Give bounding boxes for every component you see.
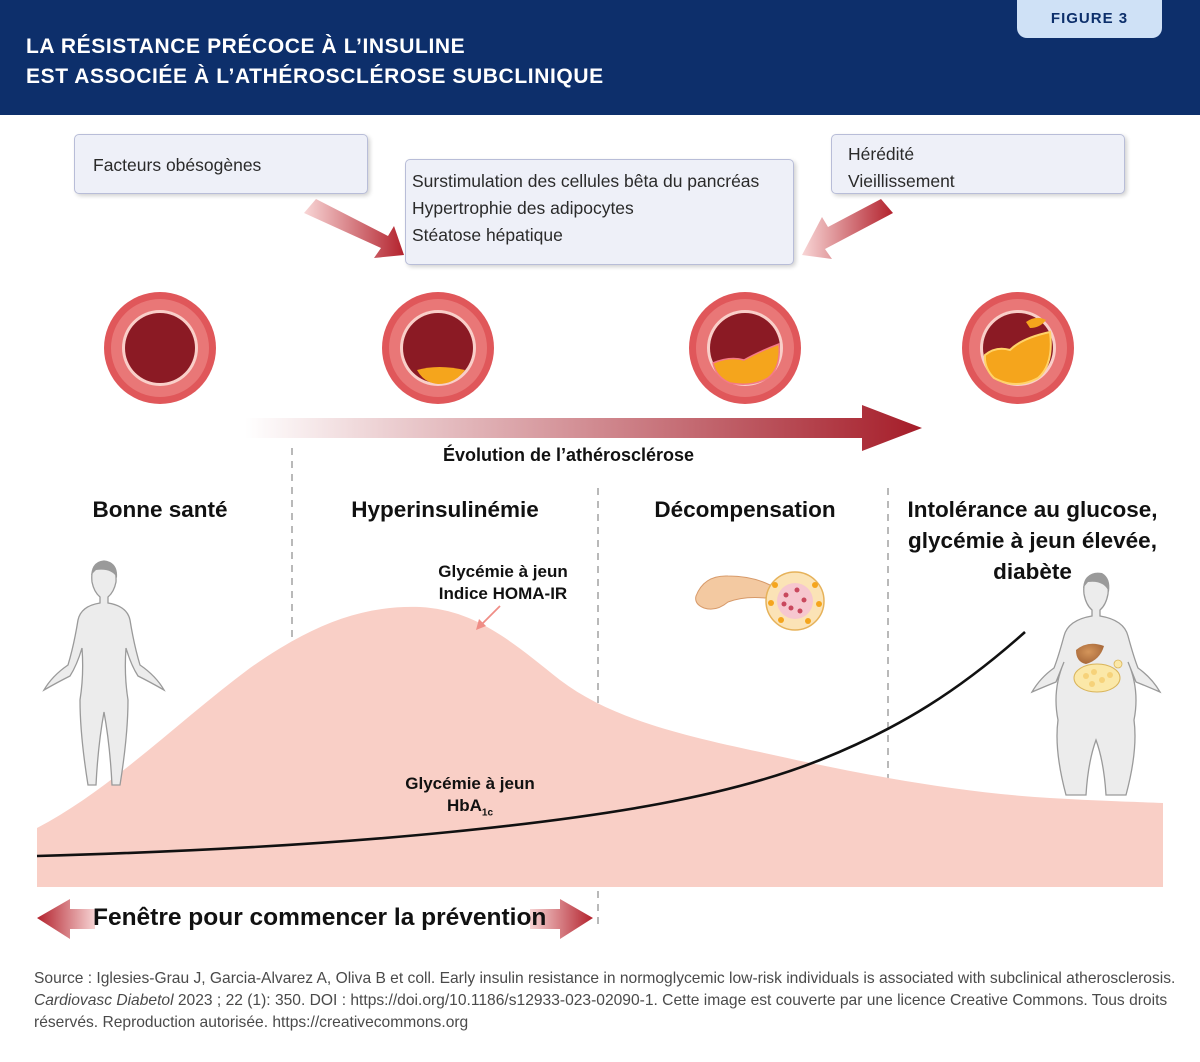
person-healthy-icon xyxy=(42,560,166,786)
hba-subscript: 1c xyxy=(481,807,494,819)
title-line-1: LA RÉSISTANCE PRÉCOCE À L’INSULINE xyxy=(26,35,466,58)
source-citation: Source : Iglesies-Grau J, Garcia-Alvarez… xyxy=(34,968,1179,1034)
source-suffix: 2023 ; 22 (1): 350. DOI : https://doi.or… xyxy=(34,992,1168,1031)
stage-hyperinsulinemia: Hyperinsulinémie xyxy=(351,497,539,522)
hba-text: HbA xyxy=(446,796,482,815)
prevention-arrow-left xyxy=(37,899,95,939)
insulin-curve-label: Glycémie à jeun Indice HOMA-IR xyxy=(413,561,593,605)
factor-adipocytes: Hypertrophie des adipocytes xyxy=(412,198,634,218)
factor-beta-cells: Surstimulation des cellules bêta du panc… xyxy=(412,171,760,191)
stage-diabetes-line-3: diabète xyxy=(993,559,1072,584)
vessel-3 xyxy=(689,292,801,404)
stage-diabetes-line-1: Intolérance au glucose, xyxy=(907,497,1158,522)
evolution-arrow xyxy=(245,405,922,451)
arrow-left-to-center xyxy=(304,199,404,258)
vessel-1 xyxy=(104,292,216,404)
figure-badge: FIGURE 3 xyxy=(1017,0,1162,38)
source-journal: Cardiovasc Diabetol xyxy=(34,992,174,1009)
insulin-label-line-2: Indice HOMA-IR xyxy=(438,584,568,603)
factor-box-metabolic: Surstimulation des cellules bêta du panc… xyxy=(405,159,794,265)
glucose-label-line-2: HbA1c xyxy=(380,795,560,824)
factor-box-heredity: Hérédité Vieillissement xyxy=(831,134,1125,194)
insulin-label-pointer xyxy=(476,605,501,630)
header-banner xyxy=(0,0,1200,115)
pancreas-icon xyxy=(695,571,825,631)
insulin-area xyxy=(37,606,1163,887)
factor-heredity: Hérédité xyxy=(848,144,915,164)
factor-box-obesogenic: Facteurs obésogènes xyxy=(74,134,368,194)
person-obese-icon xyxy=(1030,572,1162,796)
glucose-curve-label: Glycémie à jeun HbA1c xyxy=(380,773,560,824)
stage-diabetes-line-2: glycémie à jeun élevée, xyxy=(908,528,1157,553)
glucose-line xyxy=(36,631,1026,858)
stage-diabetes: Intolérance au glucose, glycémie à jeun … xyxy=(890,494,1175,587)
glucose-label-line-1: Glycémie à jeun xyxy=(405,774,535,793)
prevention-arrow-right xyxy=(530,899,593,939)
insulin-label-line-1: Glycémie à jeun xyxy=(438,562,568,581)
figure-title: LA RÉSISTANCE PRÉCOCE À L’INSULINE EST A… xyxy=(26,32,604,92)
factor-aging: Vieillissement xyxy=(848,171,955,191)
arrow-right-to-center xyxy=(802,199,893,259)
title-line-2: EST ASSOCIÉE À L’ATHÉROSCLÉROSE SUBCLINI… xyxy=(26,65,604,88)
stage-decompensation: Décompensation xyxy=(654,497,836,522)
vessel-4 xyxy=(962,292,1074,404)
vessel-2 xyxy=(382,292,494,404)
factor-steatosis: Stéatose hépatique xyxy=(412,225,563,245)
source-prefix: Source : Iglesies-Grau J, Garcia-Alvarez… xyxy=(34,970,1176,987)
evolution-label: Évolution de l’athérosclérose xyxy=(443,445,695,465)
factor-obesogenic: Facteurs obésogènes xyxy=(93,155,262,175)
stage-good-health: Bonne santé xyxy=(92,497,228,522)
prevention-window-label: Fenêtre pour commencer la prévention xyxy=(93,904,547,931)
